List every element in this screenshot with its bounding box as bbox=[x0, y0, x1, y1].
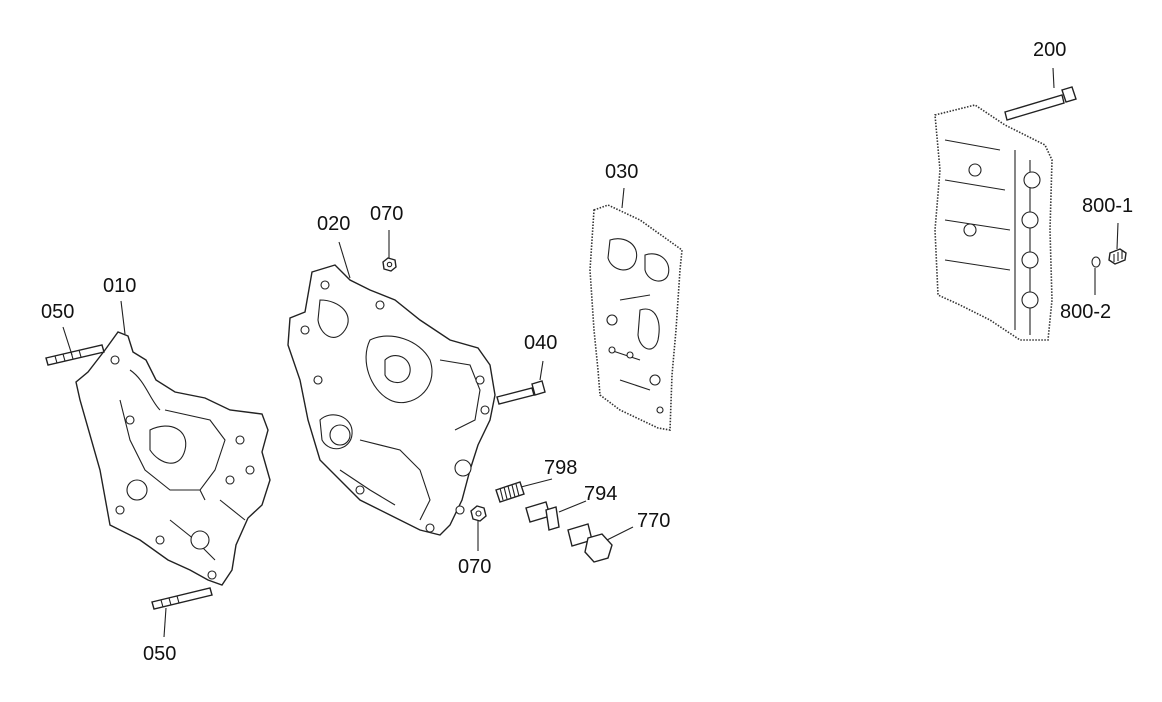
gasket-030[interactable] bbox=[589, 204, 683, 431]
label-040[interactable]: 040 bbox=[524, 332, 558, 354]
stud-050-top[interactable] bbox=[45, 344, 105, 366]
o-ring-800-2[interactable] bbox=[1091, 256, 1101, 268]
label-050-bottom[interactable]: 050 bbox=[143, 643, 177, 665]
label-800-1[interactable]: 800-1 bbox=[1082, 195, 1134, 217]
valve-block-200[interactable] bbox=[934, 104, 1053, 341]
label-794[interactable]: 794 bbox=[584, 483, 618, 505]
label-800-2[interactable]: 800-2 bbox=[1060, 301, 1112, 323]
leader-lines bbox=[62, 67, 1119, 638]
label-070-bottom[interactable]: 070 bbox=[458, 556, 492, 578]
label-070-top[interactable]: 070 bbox=[370, 203, 404, 225]
intermediate-plate-020[interactable] bbox=[287, 264, 496, 536]
label-030[interactable]: 030 bbox=[605, 161, 639, 183]
piston-794[interactable] bbox=[525, 501, 560, 531]
label-770[interactable]: 770 bbox=[637, 510, 671, 532]
bolt-200[interactable] bbox=[1004, 86, 1077, 121]
screw-plug-770[interactable] bbox=[567, 523, 613, 563]
nut-070-bottom[interactable] bbox=[470, 505, 487, 522]
nut-070-top[interactable] bbox=[382, 257, 397, 272]
gasket-plate-010[interactable] bbox=[75, 331, 271, 586]
screw-040[interactable] bbox=[496, 380, 546, 405]
label-010[interactable]: 010 bbox=[103, 275, 137, 297]
label-200[interactable]: 200 bbox=[1033, 39, 1067, 61]
label-798[interactable]: 798 bbox=[544, 457, 578, 479]
label-020[interactable]: 020 bbox=[317, 213, 351, 235]
spring-798[interactable] bbox=[495, 481, 525, 503]
label-050-top[interactable]: 050 bbox=[41, 301, 75, 323]
stud-050-bottom[interactable] bbox=[151, 587, 213, 610]
plug-800-1[interactable] bbox=[1108, 248, 1127, 265]
